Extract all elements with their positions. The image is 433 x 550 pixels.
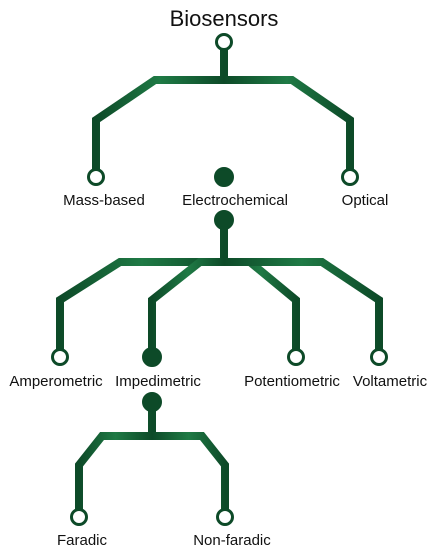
connector-impedimetric-to-faradic	[75, 410, 156, 510]
label-mass-based: Mass-based	[63, 192, 145, 209]
connector-electrochemical-to-amperometric	[56, 227, 228, 350]
node-impedimetric	[142, 347, 162, 367]
connector-electrochemical-to-potentiometric	[224, 258, 300, 350]
node-amperometric	[51, 348, 69, 366]
node-impedimetric-branch	[142, 392, 162, 412]
connector-electrochemical-to-impedimetric	[148, 258, 224, 350]
node-mass-based	[87, 168, 105, 186]
connector-biosensors-to-optical	[224, 76, 354, 170]
node-faradic	[70, 508, 88, 526]
root-node-biosensors	[215, 33, 233, 51]
label-amperometric: Amperometric	[9, 373, 103, 390]
label-potentiometric: Potentiometric	[244, 373, 340, 390]
label-optical: Optical	[342, 192, 389, 209]
label-impedimetric: Impedimetric	[115, 373, 201, 390]
node-electrochemical-branch	[214, 210, 234, 230]
node-optical	[341, 168, 359, 186]
label-non-faradic: Non-faradic	[193, 532, 271, 549]
connector-biosensors-to-mass-based	[92, 50, 228, 170]
connector-impedimetric-to-non-faradic	[152, 432, 229, 510]
connector-electrochemical-to-voltametric	[224, 258, 383, 350]
label-faradic: Faradic	[57, 532, 108, 549]
label-voltametric: Voltametric	[353, 373, 428, 390]
node-voltametric	[370, 348, 388, 366]
node-electrochemical	[214, 167, 234, 187]
label-electrochemical: Electrochemical	[182, 192, 288, 209]
node-potentiometric	[287, 348, 305, 366]
node-non-faradic	[216, 508, 234, 526]
diagram-title: Biosensors	[170, 6, 279, 31]
